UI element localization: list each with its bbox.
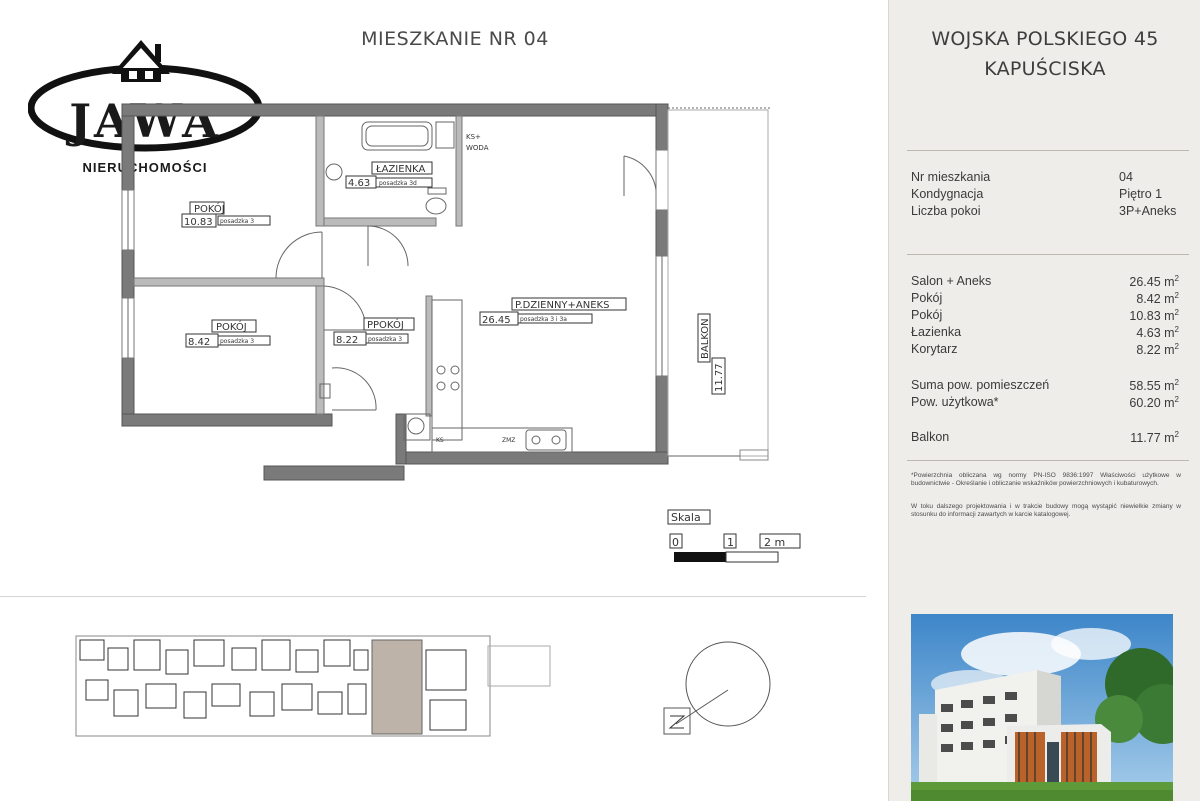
label-room1: POKÓJ	[194, 202, 225, 215]
scale-one: 1	[727, 536, 734, 549]
label-water: WODA	[466, 144, 489, 152]
apartment-title: MIESZKANIE NR 04	[361, 28, 549, 50]
building-overview	[75, 635, 771, 737]
logo-brand: JAWA	[69, 94, 221, 148]
label-bathroom: ŁAZIENKA	[375, 164, 425, 175]
label-room1-area: 10.83	[184, 217, 213, 228]
label-room2-area: 8.42	[188, 337, 210, 348]
label-living: P.DZIENNY+ANEKS	[515, 300, 609, 311]
floor-plan: ŁAZIENKA 4.63 posadzka 3d KS+ WODA POKÓJ…	[75, 103, 801, 737]
footnote-area: *Powierzchnia obliczana wg normy PN-ISO …	[911, 472, 1181, 487]
scale-title: Skala	[671, 511, 701, 524]
logo-subtitle: NIERUCHOMOŚCI	[82, 160, 208, 175]
scale-zero: 0	[672, 536, 679, 549]
address-street: WOJSKA POLSKIEGO 45	[931, 28, 1159, 50]
info-panel: WOJSKA POLSKIEGO 45 KAPUŚCISKA Nr mieszk…	[888, 0, 1200, 801]
label-hall: PPOKÓJ	[367, 318, 404, 331]
label-living-area: 26.45	[482, 315, 511, 326]
label-bathroom-floor: posadzka 3d	[379, 180, 417, 187]
divider-2	[907, 254, 1189, 255]
label-hall-floor: posadzka 3	[368, 336, 402, 343]
label-balcony: BALKON	[700, 318, 711, 359]
label-sink: KS	[436, 437, 444, 444]
label-bathroom-area: 4.63	[348, 178, 370, 189]
label-hall-area: 8.22	[336, 335, 358, 346]
jawa-logo: JAWA NIERUCHOMOŚCI	[27, 32, 263, 182]
section-divider	[0, 596, 866, 597]
label-room2: POKÓJ	[216, 320, 247, 333]
address-city: KAPUŚCISKA	[984, 58, 1106, 80]
label-dishwasher: ZMZ	[502, 437, 515, 444]
footnote-changes: W toku dalszego projektowania i w trakci…	[911, 503, 1181, 518]
label-balcony-area: 11.77	[714, 363, 725, 392]
divider-1	[907, 150, 1189, 151]
label-living-floor: posadzka 3 i 3a	[520, 316, 567, 323]
label-room2-floor: posadzka 3	[220, 338, 254, 345]
building-rendering	[911, 614, 1173, 801]
scale-two: 2 m	[764, 536, 785, 549]
plan-sheet: JAWA NIERUCHOMOŚCI MIESZKANIE NR 04	[0, 28, 866, 737]
divider-3	[907, 460, 1189, 461]
label-ks: KS+	[466, 133, 481, 141]
label-room1-floor: posadzka 3	[220, 218, 254, 225]
